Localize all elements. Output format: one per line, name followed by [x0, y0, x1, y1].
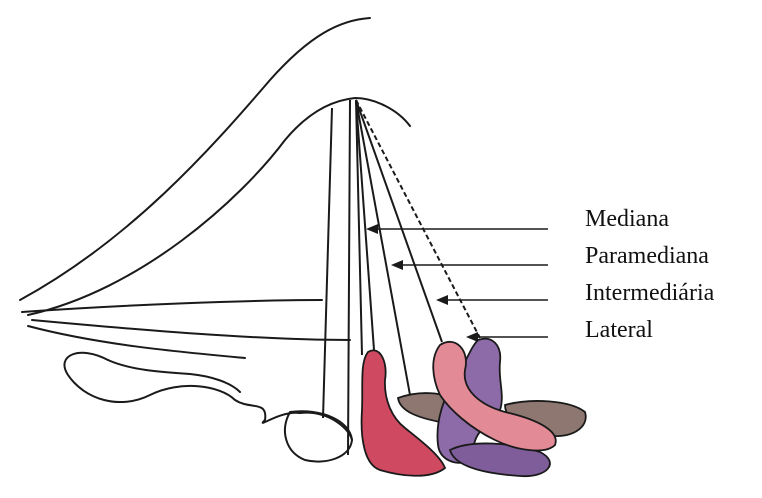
upper-horizontal-contour — [22, 300, 322, 312]
vertical-line-center — [348, 100, 350, 455]
label-paramedian: Paramediana — [585, 244, 709, 268]
inner-contour-arc — [28, 98, 410, 315]
lower-horizontal-contour — [28, 326, 245, 358]
label-median: Mediana — [585, 207, 669, 231]
artery-lateral — [356, 100, 480, 338]
arrowhead-paramedian — [391, 260, 403, 270]
arrowhead-intermediate — [436, 295, 448, 305]
arrowhead-median — [366, 224, 378, 234]
vertical-line-left — [323, 108, 332, 418]
arrowhead-lateral — [466, 332, 478, 342]
label-intermediate: Intermediária — [585, 281, 714, 305]
territories — [362, 339, 586, 476]
lower-wavy-outline — [64, 353, 352, 440]
bulb-lobe — [285, 411, 352, 461]
artery-paramedian — [356, 100, 410, 395]
label-lateral: Lateral — [585, 318, 653, 342]
artery-intermediate — [356, 100, 442, 342]
outer-contour-arc — [20, 18, 370, 300]
